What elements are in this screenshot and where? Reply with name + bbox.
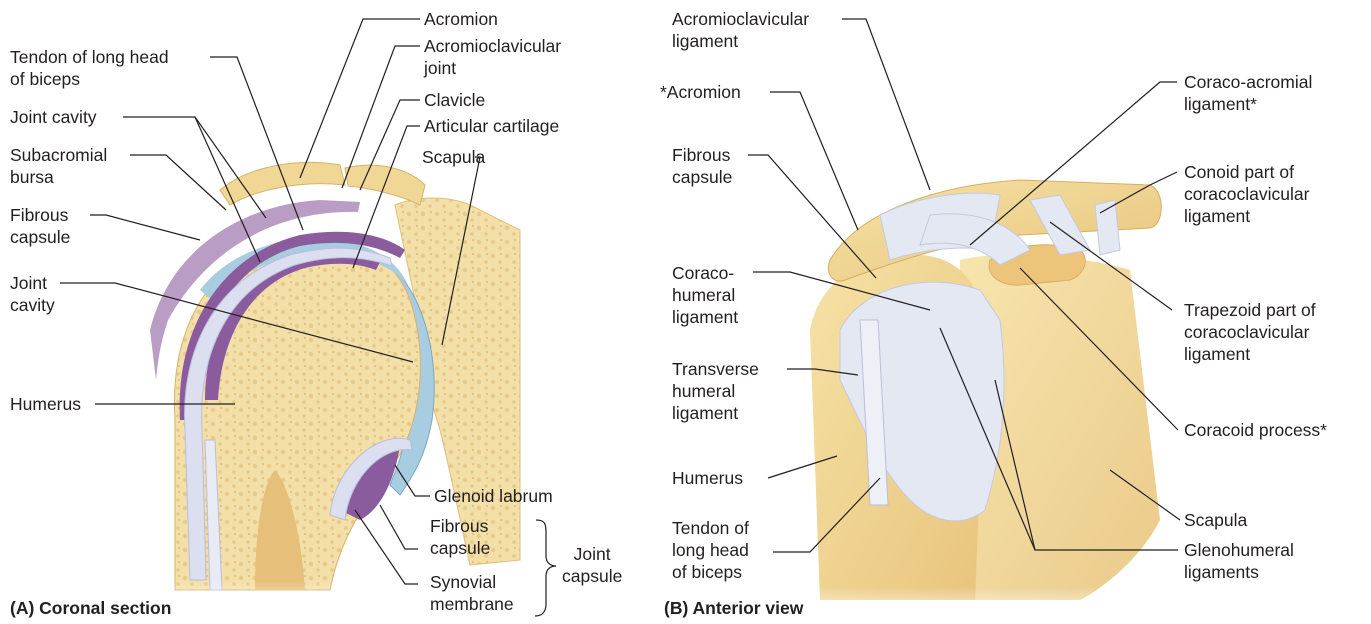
label-trapezoid-part: Trapezoid part of coracoclavicular ligam…	[1184, 299, 1316, 365]
label-fibrous-capsule-b: Fibrous capsule	[672, 144, 732, 188]
label-synovial-membrane: Synovial membrane	[430, 571, 514, 615]
leader-acromion-b	[770, 92, 858, 230]
label-humerus-b: Humerus	[672, 467, 743, 489]
label-scapula-b: Scapula	[1184, 509, 1247, 531]
label-conoid-part: Conoid part of coracoclavicular ligament	[1184, 161, 1309, 227]
label-glenoid-labrum: Glenoid labrum	[434, 485, 553, 507]
leader-fibrous-capsule	[90, 215, 200, 240]
label-glenohumeral-ligaments: Glenohumeral ligaments	[1184, 539, 1294, 583]
leader-acromion	[300, 19, 420, 178]
label-scapula: Scapula	[422, 146, 485, 168]
label-fibrous-capsule-lower: Fibrous capsule	[430, 515, 490, 559]
label-joint-cavity-upper: Joint cavity	[10, 106, 97, 128]
label-acromion-b: *Acromion	[660, 81, 741, 103]
label-articular-cartilage: Articular cartilage	[424, 115, 559, 137]
caption-panel-b: (B) Anterior view	[664, 598, 803, 619]
leader-joint-cavity-1	[123, 117, 266, 218]
leader-subacromial-bursa	[130, 155, 226, 210]
label-tendon-long-head-biceps: Tendon of long head of biceps	[10, 46, 169, 90]
label-coracoid-process: Coracoid process*	[1184, 419, 1327, 441]
leader-ac-ligament	[842, 19, 930, 190]
label-fibrous-capsule: Fibrous capsule	[10, 204, 70, 248]
label-acromioclavicular-ligament: Acromioclavicular ligament	[672, 8, 809, 52]
label-subacromial-bursa: Subacromial bursa	[10, 144, 107, 188]
label-clavicle: Clavicle	[424, 89, 485, 111]
label-joint-capsule: Joint capsule	[562, 543, 622, 587]
panel-b-illustration	[780, 180, 1180, 624]
label-coracoacromial-ligament: Coraco-acromial ligament*	[1184, 71, 1312, 115]
label-transverse-humeral-ligament: Transverse humeral ligament	[672, 358, 759, 424]
label-joint-cavity-lower: Joint cavity	[10, 272, 55, 316]
label-tendon-long-head-biceps-b: Tendon of long head of biceps	[672, 517, 749, 583]
label-humerus: Humerus	[10, 393, 81, 415]
label-coracohumeral-ligament: Coraco- humeral ligament	[672, 262, 738, 328]
acromion-shape	[220, 162, 345, 205]
label-acromioclavicular-joint: Acromioclavicular joint	[424, 35, 561, 79]
label-acromion: Acromion	[424, 8, 498, 30]
caption-panel-a: (A) Coronal section	[10, 598, 171, 619]
